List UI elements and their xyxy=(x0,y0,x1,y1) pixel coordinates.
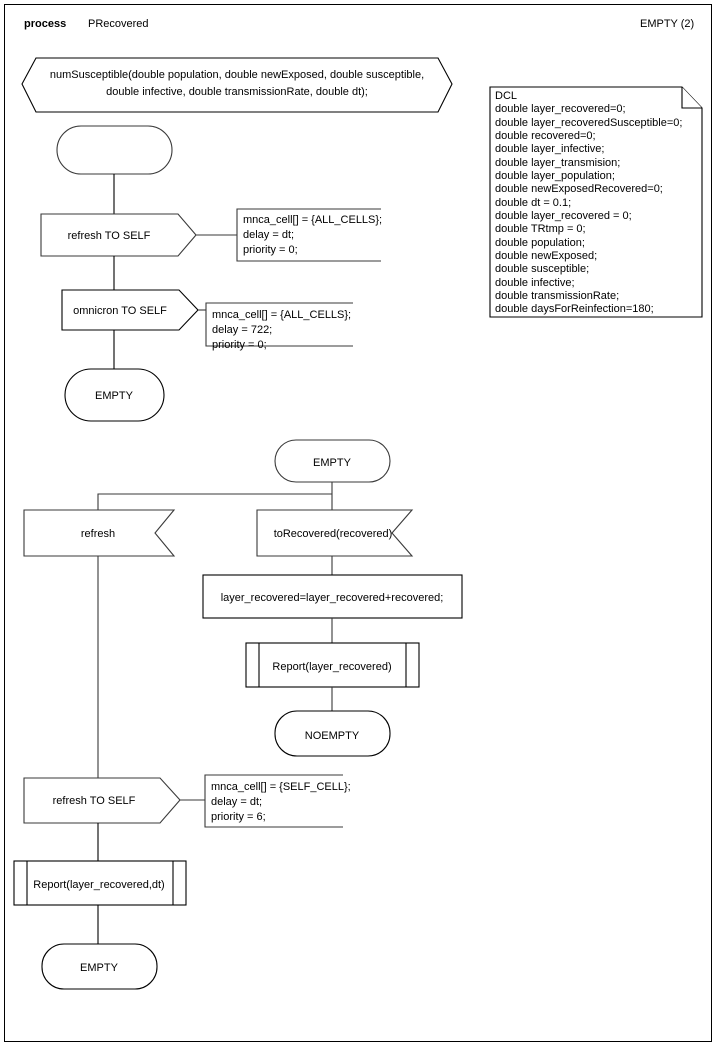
process-keyword: process xyxy=(24,18,67,30)
page-label: EMPTY (2) xyxy=(640,18,695,30)
diagram-frame xyxy=(4,4,712,1042)
page-title: PRecovered xyxy=(88,18,149,30)
